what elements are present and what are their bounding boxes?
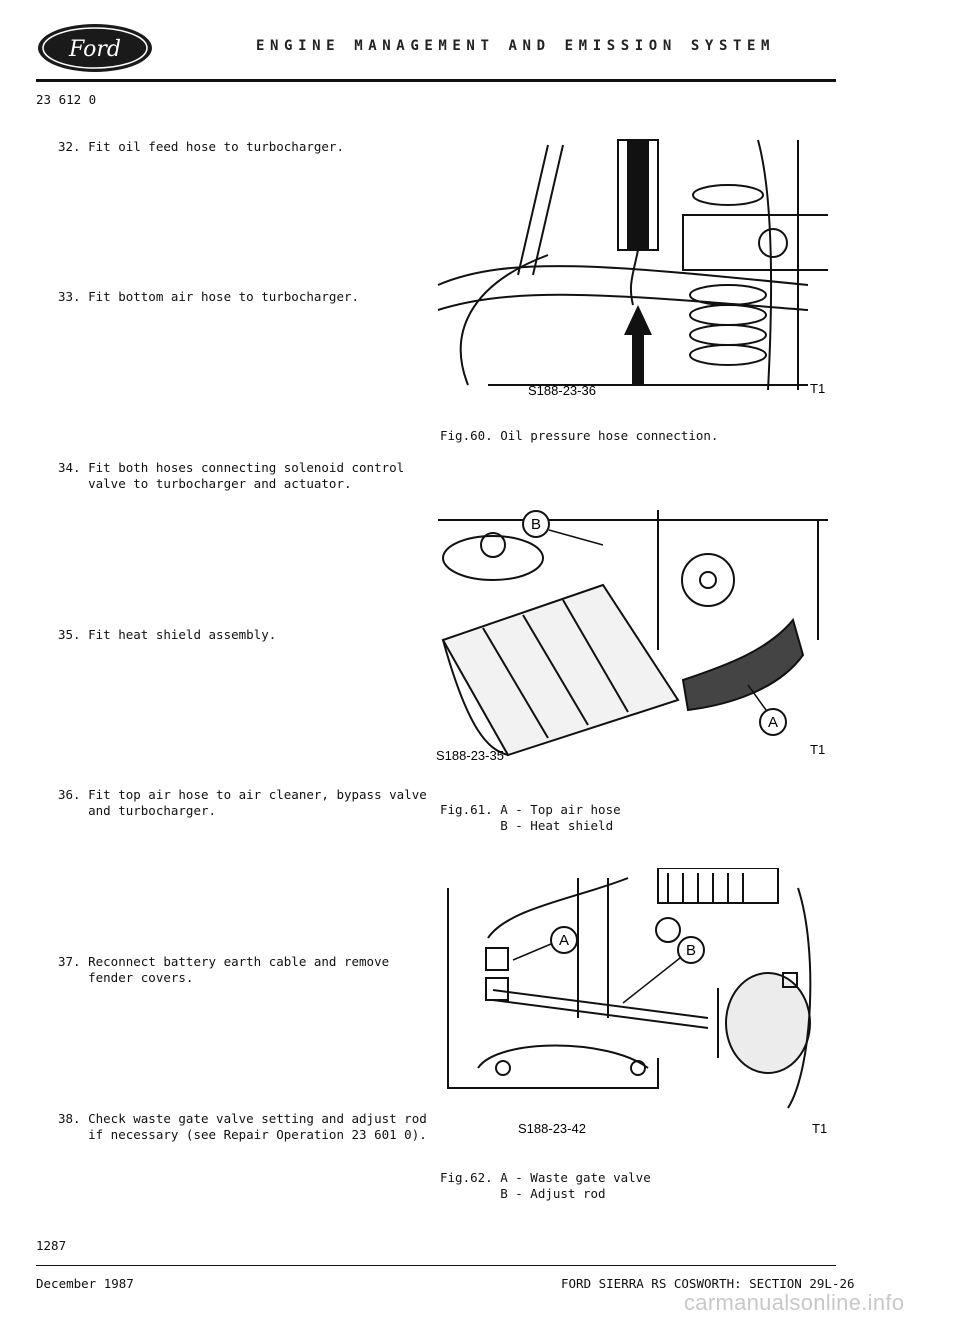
- figure-60-corner-mark: T1: [810, 381, 825, 396]
- heat-shield-illustration: B A S188-23-35 T1: [436, 510, 828, 763]
- callout-b-label: B: [686, 942, 696, 959]
- step-35: 35. Fit heat shield assembly.: [58, 627, 277, 642]
- callout-a-label: A: [768, 714, 778, 731]
- figure-61: B A S188-23-35 T1: [428, 500, 828, 790]
- footer-date: December 1987: [36, 1276, 134, 1291]
- figure-60: S188-23-36 T1: [428, 135, 834, 405]
- ford-logo: Ford: [36, 22, 154, 74]
- ford-logo-text: Ford: [68, 37, 121, 62]
- step-34: 34. Fit both hoses connecting solenoid c…: [58, 460, 405, 491]
- callout-a-label: A: [559, 932, 569, 949]
- step-33: 33. Fit bottom air hose to turbocharger.: [58, 289, 360, 304]
- figure-62-corner-mark: T1: [812, 1121, 827, 1136]
- step-36: 36. Fit top air hose to air cleaner, byp…: [58, 787, 427, 818]
- figure-62-caption: Fig.62. A - Waste gate valve B - Adjust …: [440, 1170, 651, 1201]
- figure-61-corner-mark: T1: [810, 742, 825, 757]
- watermark: carmanualsonline.info: [684, 1290, 905, 1315]
- page-code: 23 612 0: [36, 92, 97, 107]
- figure-62: A B S188-23-42 T1: [428, 867, 828, 1138]
- step-32: 32. Fit oil feed hose to turbocharger.: [58, 139, 344, 154]
- callout-b-label: B: [531, 516, 541, 533]
- page-number: 1287: [36, 1238, 67, 1253]
- figure-62-code: S188-23-42: [518, 1121, 586, 1136]
- figure-60-code: S188-23-36: [528, 383, 596, 398]
- header-divider: [36, 79, 836, 82]
- figure-60-caption: Fig.60. Oil pressure hose connection.: [440, 428, 719, 443]
- footer-section: FORD SIERRA RS COSWORTH: SECTION 29L-26: [561, 1276, 855, 1291]
- waste-gate-illustration: A B S188-23-42 T1: [447, 867, 827, 1136]
- oil-hose-illustration: S188-23-36 T1: [437, 139, 834, 398]
- figure-61-code: S188-23-35: [436, 748, 504, 763]
- footer-divider: [36, 1265, 836, 1266]
- figure-61-caption: Fig.61. A - Top air hose B - Heat shield: [440, 802, 621, 833]
- step-38: 38. Check waste gate valve setting and a…: [58, 1111, 427, 1142]
- step-37: 37. Reconnect battery earth cable and re…: [58, 954, 390, 985]
- page-header-title: ENGINE MANAGEMENT AND EMISSION SYSTEM: [256, 38, 776, 54]
